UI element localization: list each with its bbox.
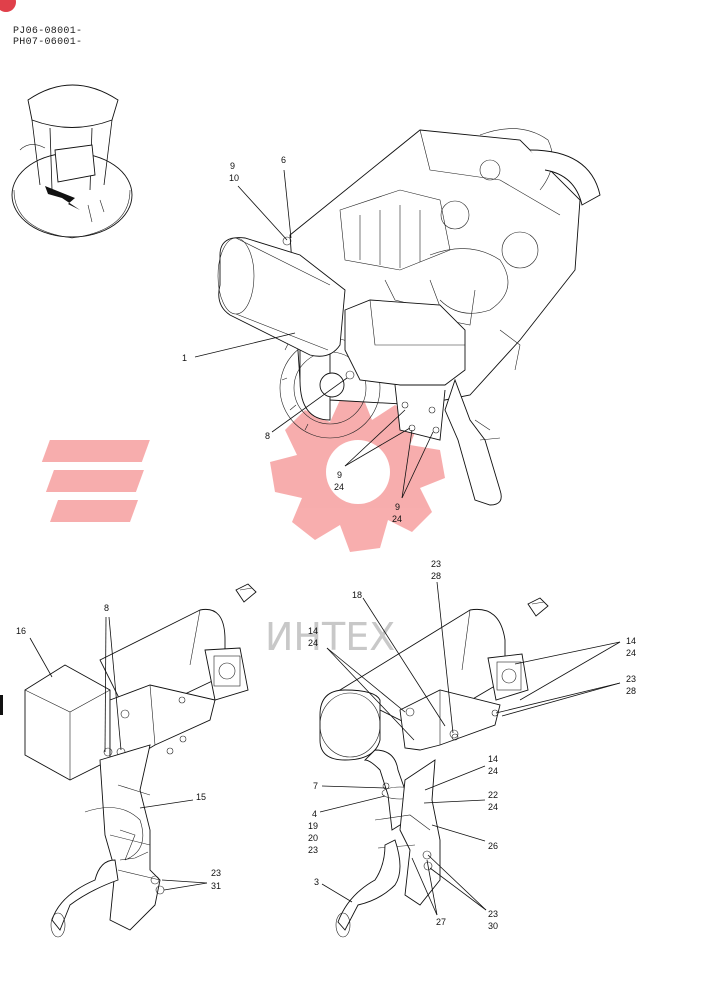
location-arrow-icon xyxy=(45,186,80,210)
callout-24-left: 24 xyxy=(334,482,344,492)
view-arrow-icon xyxy=(235,583,257,603)
callout-31: 31 xyxy=(211,881,221,891)
left-detail-view xyxy=(24,583,257,938)
callout-24-lower: 24 xyxy=(488,802,498,812)
callout-6: 6 xyxy=(281,155,286,165)
right-leaders xyxy=(319,581,621,916)
serial-range-2: PH07-06001- xyxy=(13,37,83,48)
callout-1: 1 xyxy=(182,353,187,363)
callout-24-right-top: 24 xyxy=(626,648,636,658)
right-detail-view xyxy=(319,597,549,938)
callout-18: 18 xyxy=(352,590,362,600)
callout-23-right: 23 xyxy=(626,674,636,684)
left-leaders xyxy=(29,616,208,891)
watermark-text: ИНТЕХ xyxy=(265,615,395,659)
callout-16: 16 xyxy=(16,626,26,636)
callout-10: 10 xyxy=(229,173,239,183)
watermark-logo xyxy=(41,390,445,552)
callout-15: 15 xyxy=(196,792,206,802)
serial-range-1: PJ06-08001- xyxy=(13,26,83,37)
callout-27: 27 xyxy=(436,917,446,927)
view-arrow-icon-2 xyxy=(527,597,549,617)
callout-23-lower-left: 23 xyxy=(308,845,318,855)
callout-8-main: 8 xyxy=(265,431,270,441)
callout-14-upper-left: 14 xyxy=(308,626,318,636)
callout-8-left: 8 xyxy=(104,603,109,613)
callout-30: 30 xyxy=(488,921,498,931)
machine-location-inset xyxy=(11,84,133,239)
callout-7: 7 xyxy=(313,781,318,791)
callout-14-mid: 14 xyxy=(488,754,498,764)
callout-4: 4 xyxy=(312,809,317,819)
callout-9-top: 9 xyxy=(230,161,235,171)
callout-3: 3 xyxy=(314,877,319,887)
edge-mark xyxy=(0,695,3,715)
callout-9-right: 9 xyxy=(395,502,400,512)
callout-19: 19 xyxy=(308,821,318,831)
engine-assembly xyxy=(217,128,601,506)
callout-24-mid: 24 xyxy=(488,766,498,776)
callout-24-right: 24 xyxy=(392,514,402,524)
callout-26: 26 xyxy=(488,841,498,851)
callout-23-top: 23 xyxy=(431,559,441,569)
callout-9-left: 9 xyxy=(337,470,342,480)
callout-28-top: 28 xyxy=(431,571,441,581)
callout-22: 22 xyxy=(488,790,498,800)
callout-20: 20 xyxy=(308,833,318,843)
callout-23-bottom: 23 xyxy=(488,909,498,919)
corner-marker xyxy=(0,0,16,12)
callout-28-right: 28 xyxy=(626,686,636,696)
main-leaders xyxy=(194,169,434,499)
callout-23-left: 23 xyxy=(211,868,221,878)
callout-14-right: 14 xyxy=(626,636,636,646)
callout-24-upper-left: 24 xyxy=(308,638,318,648)
